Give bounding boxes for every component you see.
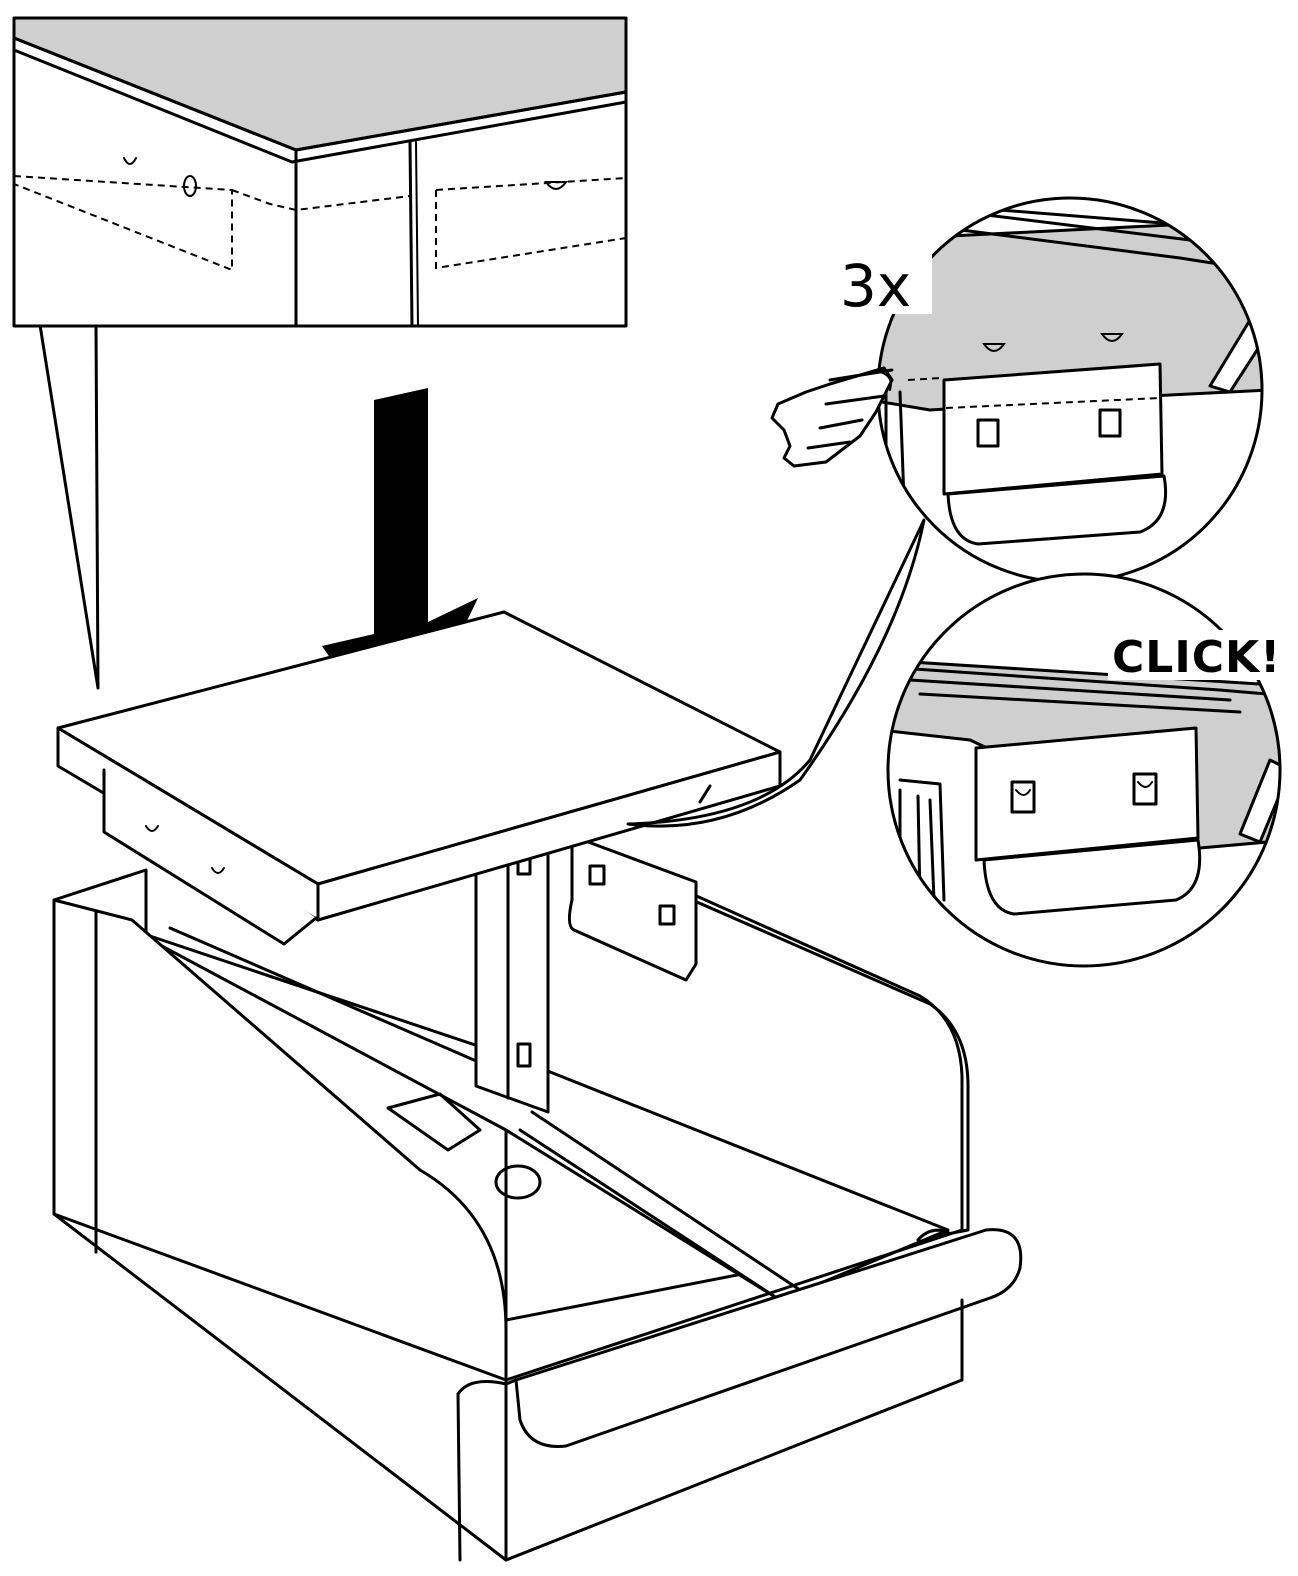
detail-hidden-edge <box>13 175 233 272</box>
zoom-circle-after <box>886 572 1282 968</box>
zoom-callout-tail <box>626 518 926 828</box>
floor-hole <box>494 1164 542 1200</box>
corner-detail-callout <box>12 16 628 690</box>
pointing-hand-icon <box>770 366 894 468</box>
cabinet-handle[interactable] <box>514 1228 1023 1448</box>
cabinet-body <box>52 822 1023 1562</box>
callout-pointer <box>38 323 100 690</box>
zoom-circle-before <box>876 196 1264 584</box>
mount-bracket[interactable] <box>567 834 698 982</box>
detail-hole <box>544 181 568 190</box>
top-panel[interactable] <box>56 610 782 946</box>
detail-hole <box>123 157 137 165</box>
click-label: CLICK! <box>1112 632 1281 683</box>
repeat-count-label: 3x <box>840 252 911 320</box>
